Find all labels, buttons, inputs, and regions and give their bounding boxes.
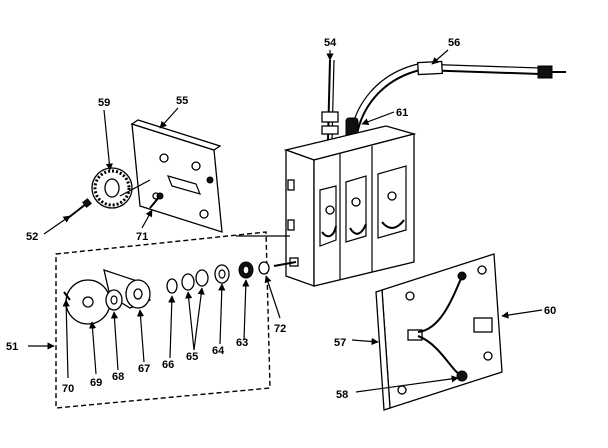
label-69: 69	[90, 377, 102, 389]
label-71: 71	[136, 231, 148, 243]
label-63: 63	[236, 337, 248, 349]
label-66: 66	[162, 359, 174, 371]
label-54: 54	[324, 37, 337, 49]
label-55: 55	[176, 95, 188, 107]
cover-plate	[375, 253, 503, 411]
washers-65	[181, 269, 209, 291]
label-61: 61	[396, 107, 408, 119]
label-59: 59	[98, 97, 110, 109]
callout-leaders	[28, 49, 543, 393]
label-51: 51	[6, 341, 18, 353]
label-58: 58	[336, 389, 348, 401]
label-52: 52	[26, 231, 38, 243]
label-67: 67	[138, 363, 150, 375]
cam-gear-69	[65, 279, 111, 325]
label-70: 70	[62, 383, 74, 395]
label-56: 56	[448, 37, 460, 49]
part-labels: 54 56 59 55 61 52 71 51 70 69 68 67 66 6…	[6, 37, 556, 401]
label-64: 64	[212, 345, 225, 357]
screw-52	[67, 198, 92, 219]
part-group-51-box	[55, 231, 271, 409]
label-60: 60	[544, 305, 556, 317]
screw-71	[149, 192, 164, 209]
plate-wire-58	[417, 271, 468, 382]
pin-70	[63, 291, 71, 301]
spring-68	[105, 289, 123, 311]
clip-72	[258, 261, 270, 275]
label-57: 57	[334, 337, 346, 349]
gear-wheel	[91, 167, 151, 209]
switch-housing	[273, 125, 417, 287]
control-rod	[321, 59, 339, 141]
label-68: 68	[112, 371, 124, 383]
washer-66	[166, 278, 178, 294]
spacer-64	[214, 264, 230, 284]
mounting-bracket	[130, 119, 223, 233]
label-72: 72	[274, 323, 286, 335]
label-65: 65	[186, 351, 198, 363]
nut-63	[238, 261, 254, 279]
